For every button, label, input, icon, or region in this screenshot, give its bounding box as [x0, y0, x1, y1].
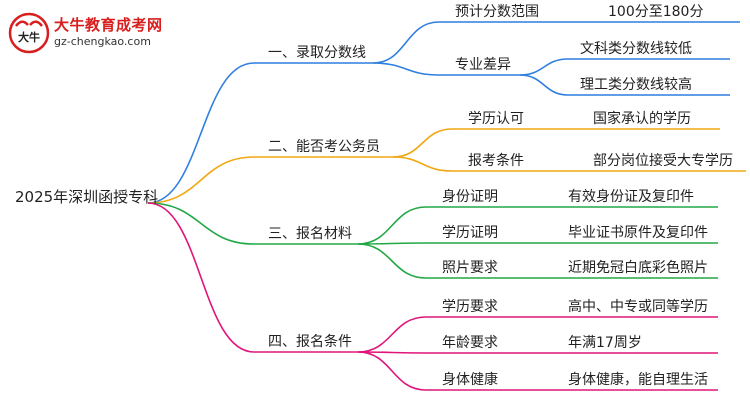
child-node: 报考条件 [468, 153, 524, 169]
child-node: 身体健康 [442, 372, 498, 388]
child-connector [357, 243, 427, 279]
child-connector [392, 128, 453, 158]
root-node: 2025年深圳函授专科 [15, 188, 159, 206]
leaf-connector [519, 58, 569, 76]
logo-mark-text: 大牛 [18, 30, 40, 44]
logo-url: gz-chengkao.com [54, 35, 151, 48]
child-node: 学历证明 [442, 225, 498, 241]
child-node: 专业差异 [455, 57, 511, 73]
branch-connector [147, 156, 255, 204]
leaf-node: 有效身份证及复印件 [568, 189, 694, 205]
leaf-node: 毕业证书原件及复印件 [568, 225, 708, 241]
leaf-node: 理工类分数线较高 [580, 77, 692, 93]
child-connector [357, 206, 427, 245]
branch-node: 二、能否考公务员 [268, 139, 380, 155]
leaf-node: 国家承认的学历 [593, 111, 691, 127]
child-connector [372, 62, 440, 76]
leaf-node: 近期免冠白底彩色照片 [568, 260, 708, 276]
leaf-connector [519, 74, 569, 96]
logo-title: 大牛教育成考网 [54, 16, 163, 34]
leaf-node: 高中、中专或同等学历 [568, 299, 708, 315]
leaf-node: 身体健康，能自理生活 [568, 372, 708, 388]
child-connector [357, 351, 427, 391]
leaf-node: 文科类分数线较低 [580, 41, 692, 57]
bull-logo-icon: 大牛 [8, 12, 50, 54]
leaf-node: 部分岗位接受大专学历 [593, 153, 733, 169]
child-node: 年龄要求 [442, 335, 498, 351]
branch-connector [147, 62, 255, 204]
child-node: 学历认可 [468, 111, 524, 127]
branch-connector [147, 202, 255, 353]
branch-node: 一、录取分数线 [268, 45, 366, 61]
site-logo: 大牛 大牛教育成考网 gz-chengkao.com [8, 12, 178, 54]
child-connector [372, 21, 440, 64]
leaf-node: 年满17周岁 [568, 335, 642, 351]
child-connector [357, 351, 427, 354]
child-node: 学历要求 [442, 299, 498, 315]
branch-node: 四、报名条件 [268, 334, 352, 350]
leaf-node: 100分至180分 [608, 4, 704, 20]
child-node: 身份证明 [442, 189, 498, 205]
child-connector [357, 316, 427, 353]
child-node: 照片要求 [442, 260, 498, 276]
branch-connector [147, 202, 255, 245]
child-node: 预计分数范围 [455, 4, 539, 20]
branch-node: 三、报名材料 [268, 226, 352, 242]
child-connector [392, 156, 453, 172]
child-connector [357, 242, 427, 245]
